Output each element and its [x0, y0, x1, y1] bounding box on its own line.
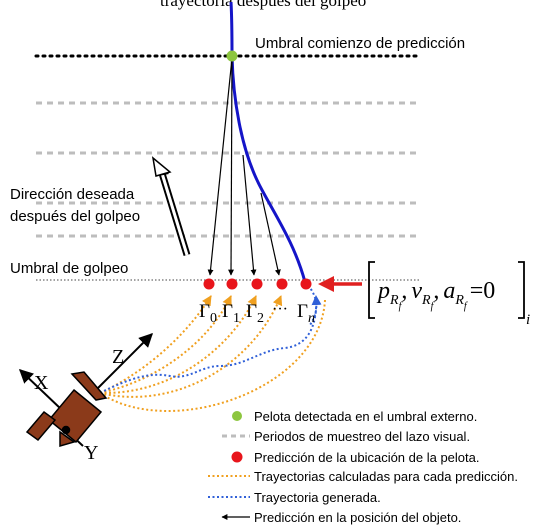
prediction-arrow	[207, 57, 233, 276]
prediction-dot	[203, 278, 215, 290]
legend-item-5: Trayectoria generada.	[254, 490, 381, 505]
svg-text:pRf,vRf,aRf=0: pRf,vRf,aRf=0	[376, 278, 495, 312]
state-formula: pRf,vRf,aRf=0 i	[368, 261, 530, 328]
prediction-threshold-label: Umbral comienzo de predicción	[255, 35, 465, 52]
robot-axis-y-label: Y	[84, 442, 98, 464]
calculated-trajectory	[99, 295, 283, 398]
legend-green-dot	[232, 411, 242, 421]
svg-text:i: i	[526, 312, 530, 328]
detection-dot	[226, 50, 238, 62]
prediction-arrow	[242, 154, 257, 276]
prediction-input-arrowhead	[318, 276, 334, 292]
gamma-label-1: Γ1	[222, 301, 240, 326]
robot-axis-x	[18, 369, 63, 411]
legend-item-1: Pelota detectada en el umbral externo.	[254, 409, 477, 424]
prediction-dot	[276, 278, 288, 290]
gamma-label-2: Γ2	[246, 301, 264, 326]
generated-trajectory	[99, 295, 322, 394]
desired-direction-arrow	[151, 156, 191, 257]
gamma-label-0: Γ0	[199, 301, 217, 326]
hit-threshold-label: Umbral de golpeo	[10, 260, 128, 277]
desired-direction-label-1: Dirección deseada	[10, 186, 135, 203]
robot-axis-x-label: X	[34, 372, 49, 394]
robot-axis-z	[97, 333, 153, 389]
prediction-dot	[300, 278, 312, 290]
prediction-arrow	[228, 57, 235, 276]
legend-red-dot	[231, 451, 243, 463]
prediction-dot	[251, 278, 263, 290]
legend-item-3: Predicción de la ubicación de la pelota.	[254, 450, 479, 465]
desired-direction-label-2: después del golpeo	[10, 208, 140, 225]
legend-item-2: Periodos de muestreo del lazo visual.	[254, 429, 470, 444]
ball-trajectory	[229, 1, 307, 283]
top-clipped-text: trayectoria después del golpeo	[160, 0, 366, 10]
robot	[25, 371, 108, 447]
gamma-label-n: Γn	[297, 301, 315, 326]
prediction-arrow	[260, 192, 281, 276]
calculated-trajectory	[99, 295, 212, 394]
legend-item-6: Predicción en la posición del objeto.	[254, 510, 461, 525]
prediction-dot	[226, 278, 238, 290]
robot-axis-z-label: Z	[112, 346, 124, 368]
calculated-trajectory	[99, 295, 257, 395]
legend: Pelota detectada en el umbral externo. P…	[208, 409, 518, 525]
gamma-dots: ···	[272, 301, 288, 318]
legend-item-4: Trayectorias calculadas para cada predic…	[254, 469, 518, 484]
calculated-trajectory	[99, 295, 232, 394]
